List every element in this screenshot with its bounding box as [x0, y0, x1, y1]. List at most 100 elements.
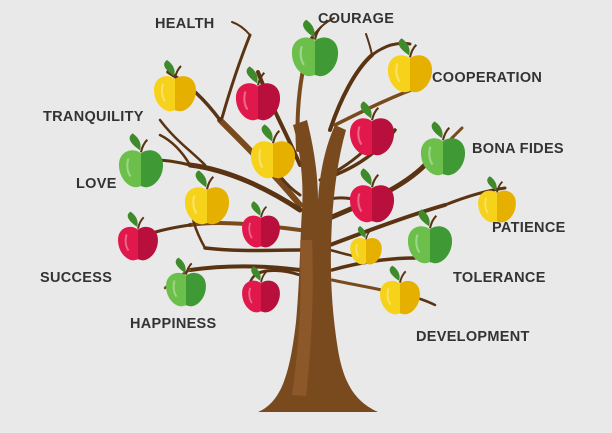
apple-green [291, 19, 339, 77]
leaf-icon [195, 170, 207, 188]
apple-highlight [357, 126, 363, 146]
apple-red [235, 66, 281, 121]
apple-stem [260, 205, 268, 218]
apple-right-half [261, 280, 280, 313]
label-patience: PATIENCE [492, 220, 566, 236]
apple-stem [260, 270, 268, 283]
apple-right-half [443, 138, 466, 176]
apple-right-half [138, 226, 158, 261]
apple-yellow [250, 124, 296, 179]
apple-highlight [415, 234, 421, 254]
apple-red [242, 201, 280, 248]
apple-green [420, 121, 466, 176]
apple-green [118, 133, 164, 188]
apple-yellow [350, 226, 382, 265]
apple-left-half [235, 83, 258, 121]
apple-highlight [258, 149, 264, 169]
leaf-icon [129, 133, 141, 151]
apple-green [407, 209, 453, 264]
apple-red [349, 101, 395, 156]
leaf-icon [357, 226, 366, 238]
apple-stem [313, 25, 323, 40]
label-bona-fides: BONA FIDES [472, 141, 564, 157]
apple-highlight [428, 146, 434, 166]
tree-branch [328, 53, 374, 132]
apple-red [118, 211, 158, 261]
apple-highlight [172, 280, 178, 298]
apple-left-half [380, 280, 400, 315]
apples [118, 19, 516, 315]
apple-left-half [349, 185, 372, 223]
tree-branch [443, 186, 507, 207]
apple-left-half [166, 272, 186, 307]
apple-left-half [350, 238, 366, 265]
apple-highlight [386, 288, 392, 306]
apple-left-half [118, 150, 141, 188]
leaf-icon [487, 176, 497, 191]
apple-right-half [273, 141, 296, 179]
apple-right-half [141, 150, 164, 188]
apple-highlight [126, 158, 132, 178]
tree-trunk [258, 120, 378, 412]
apple-highlight [395, 63, 401, 83]
apple-right-half [410, 55, 433, 93]
apple-stem [174, 65, 182, 79]
apple-right-half [207, 187, 230, 225]
apple-stem [370, 106, 380, 121]
apple-left-half [420, 138, 443, 176]
apple-left-half [291, 37, 315, 77]
tree-branch [365, 33, 373, 56]
leaf-icon [418, 209, 430, 227]
tree-trunk-highlight [292, 240, 313, 396]
apple-highlight [299, 45, 305, 66]
leaf-icon [389, 265, 400, 281]
apple-right-half [430, 226, 453, 264]
apple-yellow [380, 265, 420, 315]
apple-left-half [242, 280, 261, 313]
leaf-icon [164, 60, 175, 76]
apple-left-half [478, 190, 497, 223]
label-courage: COURAGE [318, 11, 395, 27]
leaf-icon [360, 168, 372, 186]
apple-left-half [242, 215, 261, 248]
apple-stem [370, 173, 380, 188]
apple-right-half [400, 280, 420, 315]
leaf-icon [251, 266, 261, 281]
leaf-icon [360, 101, 372, 119]
apple-yellow [154, 60, 196, 112]
apple-left-half [407, 226, 430, 264]
label-success: SUCCESS [40, 270, 113, 286]
leaf-icon [303, 19, 315, 38]
apple-stem [185, 262, 193, 275]
label-cooperation: COOPERATION [432, 70, 543, 86]
apple-stem [428, 214, 438, 229]
apple-stem [205, 175, 215, 190]
apple-right-half [497, 190, 516, 223]
apple-left-half [250, 141, 273, 179]
apple-highlight [248, 287, 253, 304]
apple-highlight [192, 195, 198, 215]
apple-highlight [124, 234, 130, 252]
leaf-icon [175, 257, 186, 273]
label-development: DEVELOPMENT [416, 329, 530, 345]
apple-yellow [387, 38, 433, 93]
apple-right-half [261, 215, 280, 248]
apple-left-half [184, 187, 207, 225]
apple-stem [137, 216, 145, 229]
leaf-icon [431, 121, 443, 139]
apple-green [166, 257, 206, 307]
apple-highlight [243, 91, 249, 111]
tree-branch [158, 133, 192, 167]
apple-right-half [315, 37, 339, 77]
tree-branch [328, 203, 447, 247]
apple-red [242, 266, 280, 313]
leaf-icon [398, 38, 410, 56]
apple-stem [441, 126, 451, 141]
apple-yellow [184, 170, 230, 225]
apple-right-half [186, 272, 206, 307]
apple-stem [408, 43, 418, 58]
tree-branch [220, 33, 252, 120]
apple-stem [271, 129, 281, 144]
apple-right-half [372, 185, 395, 223]
